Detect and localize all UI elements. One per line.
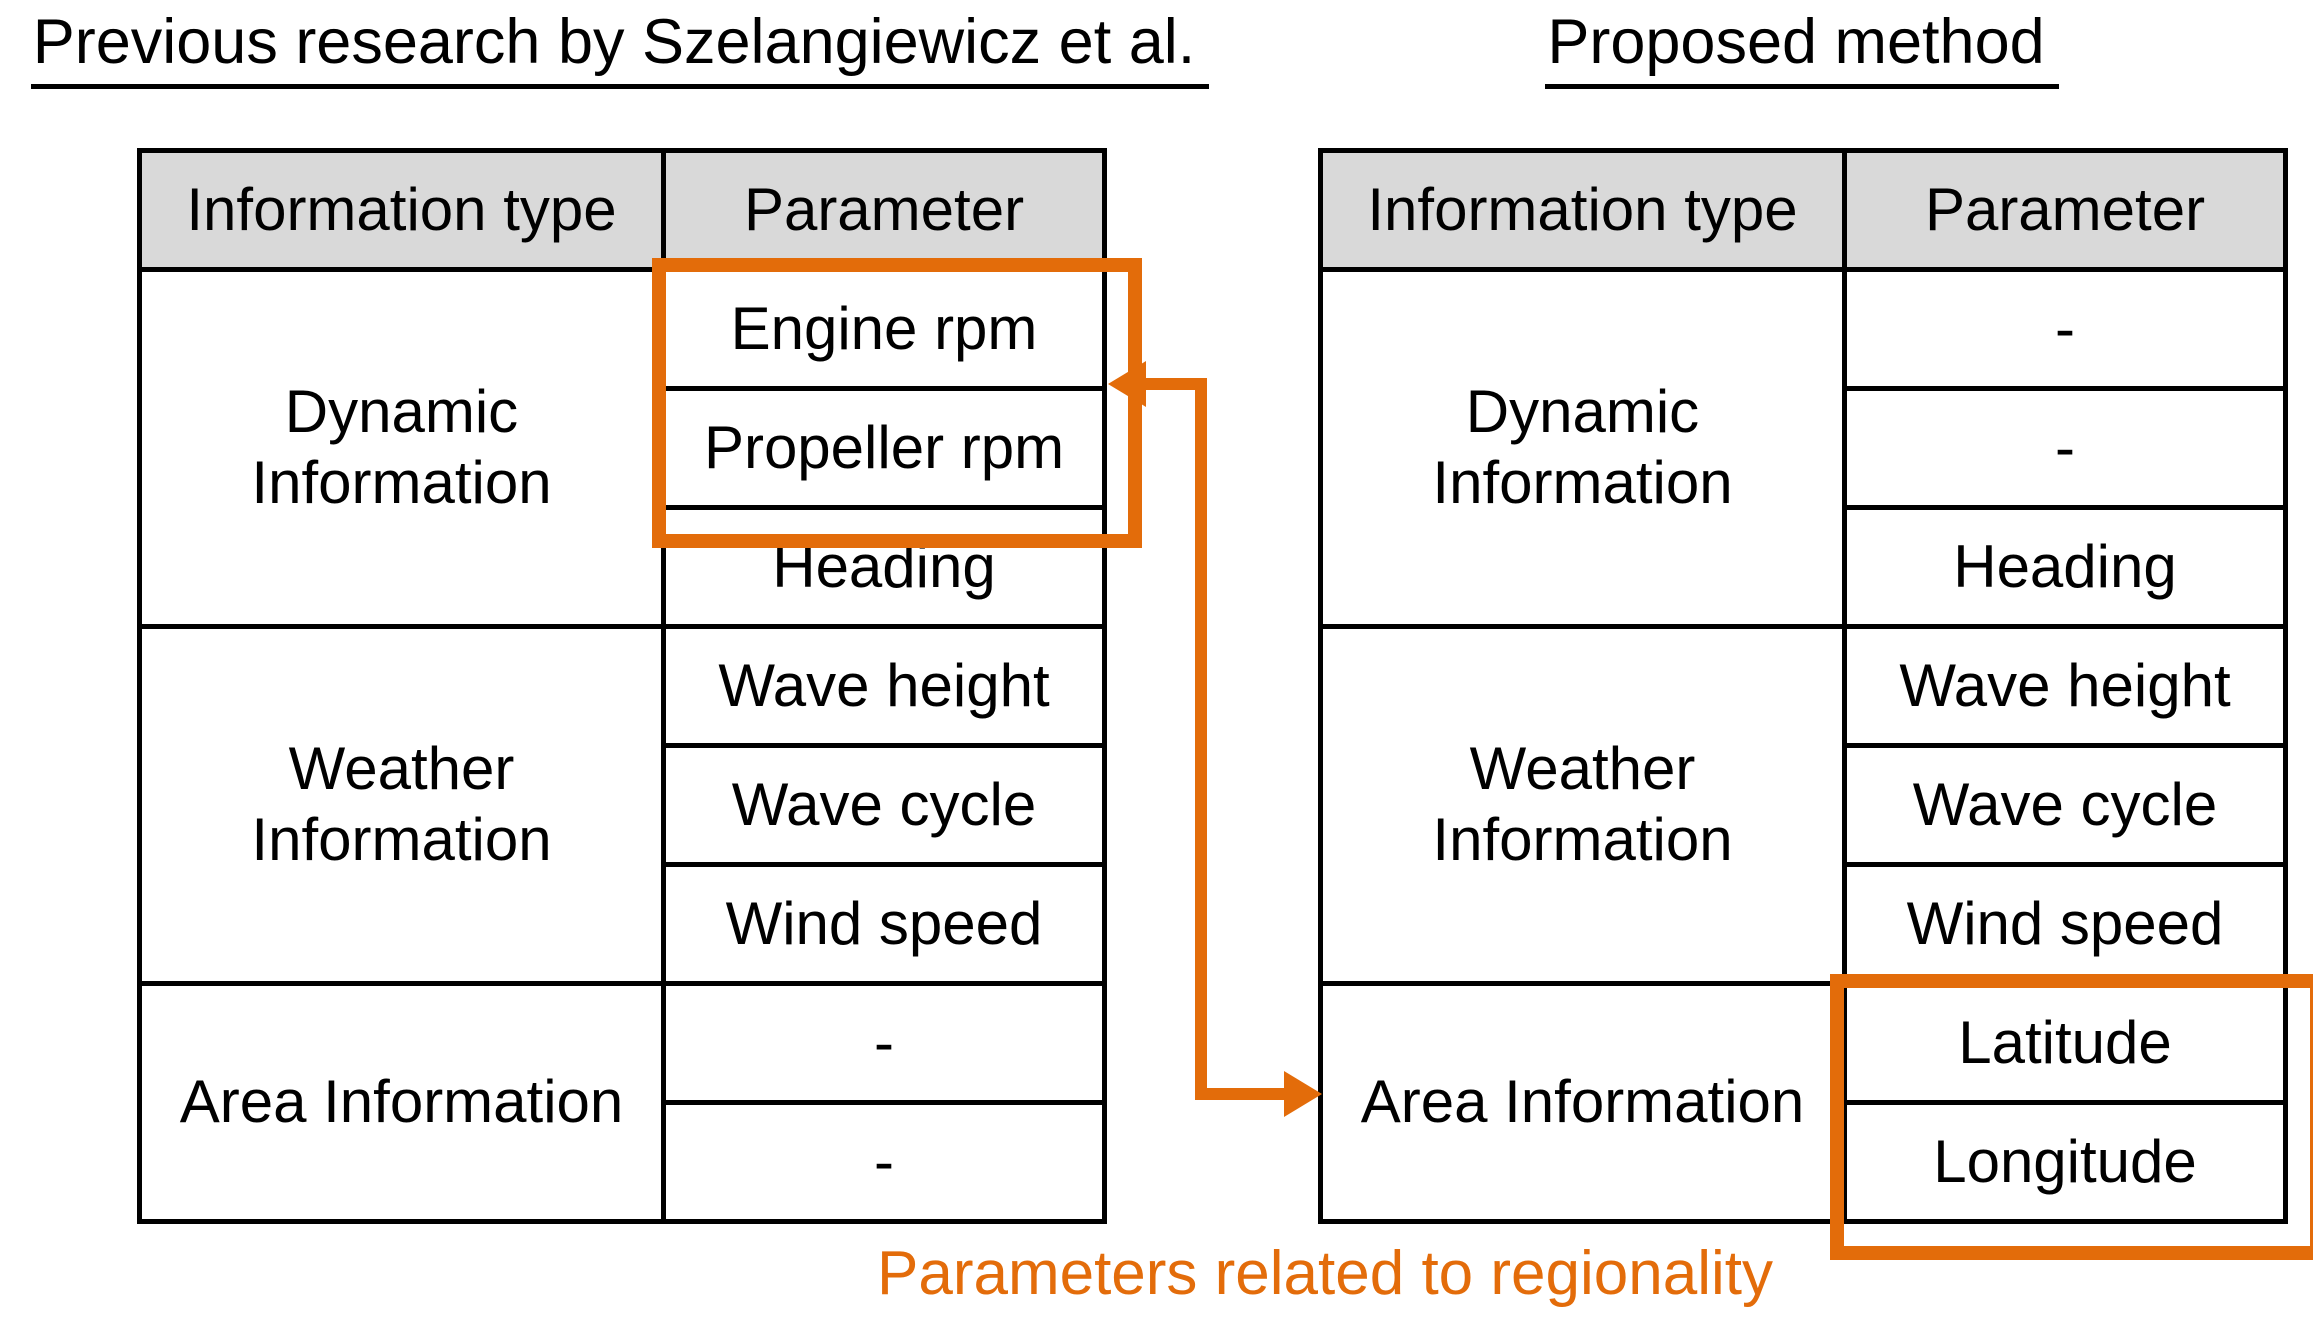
param-cell-wave-height: Wave height [1842,624,2288,748]
param-cell-dash: - [661,981,1107,1105]
group-label-area-information: Area Information [137,981,666,1224]
param-cell-dash: - [1842,267,2288,391]
param-cell-wave-cycle: Wave cycle [661,743,1107,867]
table-row: Propeller rpm [140,386,1107,510]
column-header-parameter: Parameter [661,148,1107,272]
table-row: Area Information Latitude [1318,981,2288,1224]
param-cell-wind-speed: Wind speed [1842,862,2288,986]
param-cell-heading: Heading [661,505,1107,629]
table-row: - [1321,386,2288,510]
table-row: Heading [1321,505,2288,629]
table-row: Dynamic Information Engine rpm [137,267,1107,629]
group-label-weather-information: Weather Information [137,624,666,986]
param-cell-dash: - [661,1100,1107,1224]
table-row: Wave cycle [1321,743,2288,867]
table-header-row: Information type Parameter [1318,148,2288,272]
right-table-title: Proposed method [1282,6,2313,90]
column-header-information-type: Information type [1318,148,1847,272]
param-cell-heading: Heading [1842,505,2288,629]
column-header-parameter: Parameter [1842,148,2288,272]
arrow-shaft [1140,378,1292,1100]
table-row: - [140,1100,1107,1224]
arrowhead-right-icon [1284,1071,1322,1117]
table-row: Dynamic Information - [1318,267,2288,629]
left-table-title-text: Previous research by Szelangiewicz et al… [30,6,1210,90]
param-cell-wave-height: Wave height [661,624,1107,748]
proposed-method-table: Information type Parameter Dynamic Infor… [1318,148,2288,1224]
table-row: Weather Information Wave height [137,624,1107,986]
arrowhead-left-icon [1108,361,1146,407]
param-cell-wave-cycle: Wave cycle [1842,743,2288,867]
column-header-information-type: Information type [137,148,666,272]
regionality-caption: Parameters related to regionality [876,1239,1773,1308]
previous-research-table: Information type Parameter Dynamic Infor… [137,148,1107,1224]
group-label-dynamic-information: Dynamic Information [1318,267,1847,629]
param-cell-wind-speed: Wind speed [661,862,1107,986]
group-label-dynamic-information: Dynamic Information [137,267,666,629]
param-cell-longitude: Longitude [1842,1100,2288,1224]
table-row: Longitude [1321,1100,2288,1224]
param-cell-latitude: Latitude [1842,981,2288,1105]
table-row: Wind speed [1321,862,2288,986]
table-row: Weather Information Wave height [1318,624,2288,986]
param-cell-propeller-rpm: Propeller rpm [661,386,1107,510]
group-label-weather-information: Weather Information [1318,624,1847,986]
left-table-title: Previous research by Szelangiewicz et al… [0,6,1240,90]
param-cell-engine-rpm: Engine rpm [661,267,1107,391]
param-cell-dash: - [1842,386,2288,510]
table-header-row: Information type Parameter [137,148,1107,272]
right-table-title-text: Proposed method [1545,6,2059,90]
table-row: Area Information - [137,981,1107,1224]
table-row: Wind speed [140,862,1107,986]
group-label-area-information: Area Information [1318,981,1847,1224]
table-row: Wave cycle [140,743,1107,867]
